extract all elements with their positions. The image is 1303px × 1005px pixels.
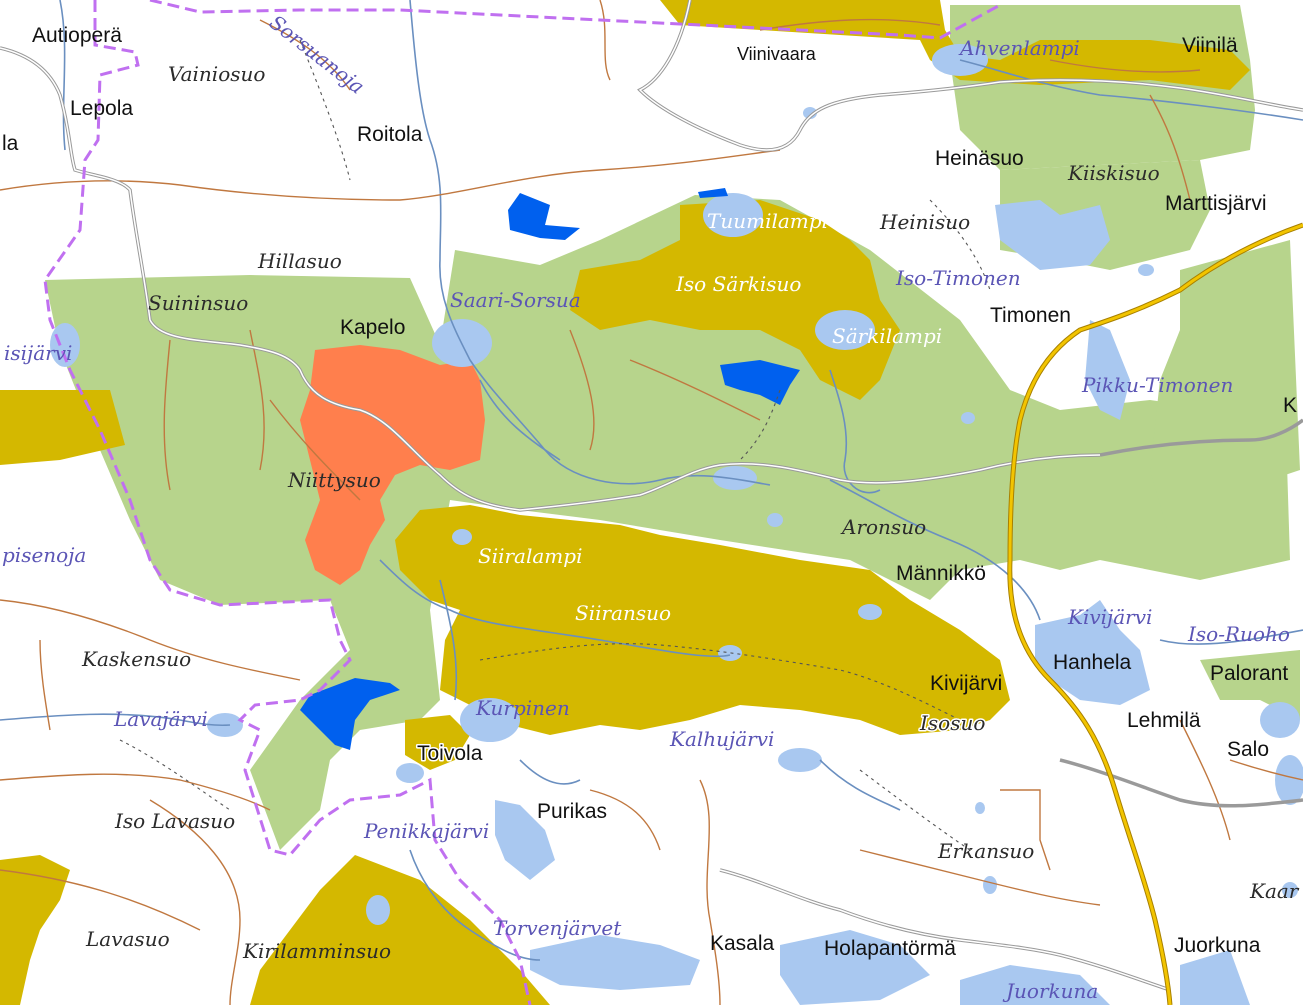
label-suininsuo: Suininsuo (148, 291, 248, 315)
trails (119, 39, 991, 851)
label-isosuo: Isosuo (919, 711, 985, 735)
label-saari-sorsua: Saari-Sorsua (450, 288, 581, 312)
label-lehmila: Lehmilä (1127, 709, 1201, 732)
water-bodies (50, 44, 1303, 1005)
label-siiralampi: Siiralampi (478, 544, 582, 568)
label-kapelo: Kapelo (340, 316, 405, 339)
label-purikas: Purikas (537, 800, 607, 823)
label-kivijarvi-lake: Kivijärvi (1067, 605, 1152, 629)
label-siiransuo: Siiransuo (575, 601, 671, 625)
label-kivijarvi-village: Kivijärvi (930, 672, 1002, 695)
label-niittysuo: Niittysuo (287, 468, 381, 492)
label-sarkilampi: Särkilampi (832, 324, 942, 348)
label-toivola: Toivola (417, 742, 483, 765)
label-k: K (1283, 394, 1297, 417)
label-holapantorma: Holapantörmä (824, 937, 956, 960)
label-heinisuo: Heinisuo (879, 210, 970, 234)
label-kaar: Kaar (1249, 879, 1300, 903)
label-marttisjarvi: Marttisjärvi (1165, 192, 1267, 215)
label-mannikko: Männikkö (896, 562, 986, 585)
label-heinasuo: Heinäsuo (935, 147, 1024, 170)
label-erkansuo: Erkansuo (937, 839, 1034, 863)
label-autiopera: Autioperä (32, 24, 122, 47)
label-lavasuo: Lavasuo (85, 927, 170, 951)
label-iso-timonen: Iso-Timonen (895, 266, 1021, 290)
streams (0, 0, 1303, 961)
municipal-boundary (43, 0, 1001, 1005)
label-vainiosuo: Vainiosuo (168, 62, 265, 86)
label-la: la (2, 132, 19, 155)
label-torvenjarvet: Torvenjärvet (493, 916, 622, 940)
label-pikku-timonen: Pikku-Timonen (1081, 373, 1233, 397)
label-salo: Salo (1227, 738, 1269, 761)
terrain-labels: Vainiosuo Hillasuo Suininsuo Heinisuo Ni… (81, 62, 1300, 963)
label-roitola: Roitola (357, 123, 423, 146)
label-pisenoja: pisenoja (2, 543, 86, 567)
label-lavajarvi: Lavajärvi (113, 707, 208, 731)
main-road (1007, 222, 1303, 1005)
label-timonen: Timonen (990, 304, 1071, 327)
label-kiiskisuo: Kiiskisuo (1067, 161, 1160, 185)
label-tuumilampi: Tuumilampi (707, 209, 828, 233)
label-juorkuna-lake: Juorkuna (1002, 979, 1098, 1003)
blue-areas (300, 188, 800, 750)
label-viinivaara: Viinivaara (737, 44, 817, 64)
yellow-areas (0, 0, 1250, 1005)
label-kasala: Kasala (710, 932, 775, 955)
settlement-labels: Autioperä Lepola la Roitola Viinivaara V… (2, 24, 1297, 960)
label-aronsuo: Aronsuo (840, 515, 926, 539)
label-iso-lavasuo: Iso Lavasuo (114, 809, 235, 833)
label-juorkuna: Juorkuna (1174, 934, 1261, 957)
label-viinila: Viinilä (1182, 34, 1238, 57)
label-kurpinen: Kurpinen (475, 696, 570, 720)
label-hanhela: Hanhela (1053, 651, 1132, 674)
label-ahvenlampi: Ahvenlampi (958, 36, 1080, 60)
label-lepola: Lepola (70, 97, 133, 120)
label-penikkajarvi: Penikkajärvi (363, 819, 489, 843)
label-isijarvi: isijärvi (4, 341, 72, 365)
label-hillasuo: Hillasuo (257, 249, 342, 273)
orange-area (300, 345, 485, 585)
label-iso-ruoho: Iso-Ruoho (1187, 622, 1290, 646)
label-palorant: Palorant (1210, 662, 1288, 685)
label-kalhujarvi: Kalhujärvi (669, 727, 774, 751)
label-kaskensuo: Kaskensuo (81, 647, 191, 671)
label-kirilamminsuo: Kirilamminsuo (242, 939, 391, 963)
label-iso-sarkisuo: Iso Särkisuo (675, 272, 801, 296)
water-labels: Sorsuanoja Ahvenlampi Tuumilampi Iso-Tim… (2, 10, 1290, 1003)
